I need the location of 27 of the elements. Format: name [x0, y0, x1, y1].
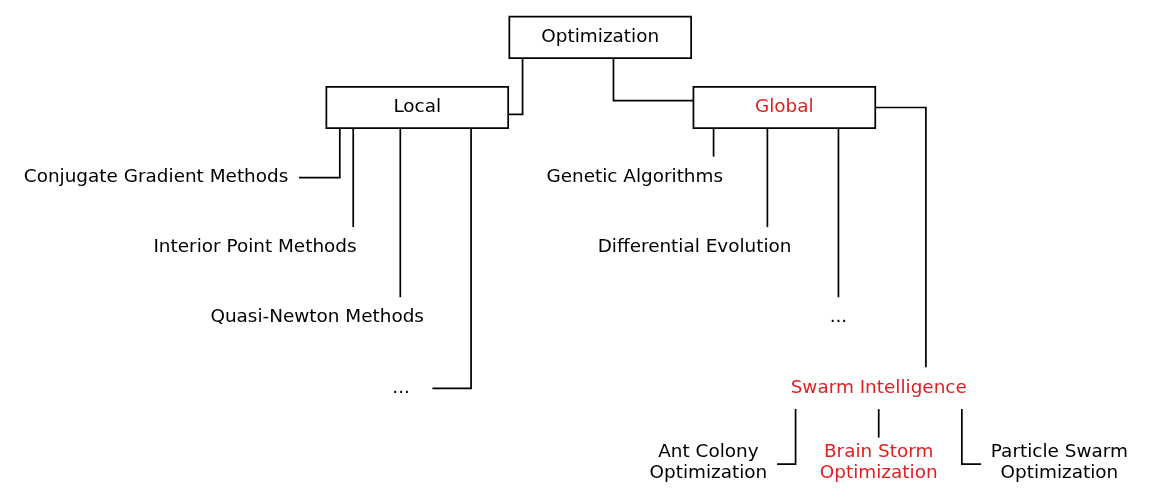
connector	[877, 407, 880, 438]
connector	[612, 56, 695, 101]
connector	[776, 407, 797, 465]
connector	[766, 126, 769, 228]
node-text: Genetic Algorithms	[546, 164, 724, 186]
connector	[507, 57, 524, 115]
connector	[961, 407, 982, 465]
connector	[837, 127, 840, 298]
node-text: Ant Colony Optimization	[649, 439, 768, 482]
node-box: Local	[325, 85, 510, 129]
node-text: Swarm Intelligence	[790, 375, 967, 397]
node-text: Conjugate Gradient Methods	[23, 164, 289, 186]
node-text: Particle Swarm Optimization	[990, 439, 1128, 482]
connector	[712, 127, 715, 158]
connector	[352, 126, 355, 228]
node-text: ...	[829, 304, 848, 326]
connector	[399, 127, 402, 298]
node-text: Brain Storm Optimization	[819, 439, 938, 482]
connector	[874, 106, 927, 368]
node-box: Optimization	[508, 15, 692, 59]
connector	[298, 127, 341, 179]
node-text: Quasi-Newton Methods	[210, 304, 424, 326]
node-text: Differential Evolution	[597, 234, 792, 256]
node-text: Interior Point Methods	[153, 234, 357, 256]
node-box: Global	[692, 85, 877, 129]
node-text: ...	[392, 375, 410, 397]
connector	[431, 127, 472, 389]
